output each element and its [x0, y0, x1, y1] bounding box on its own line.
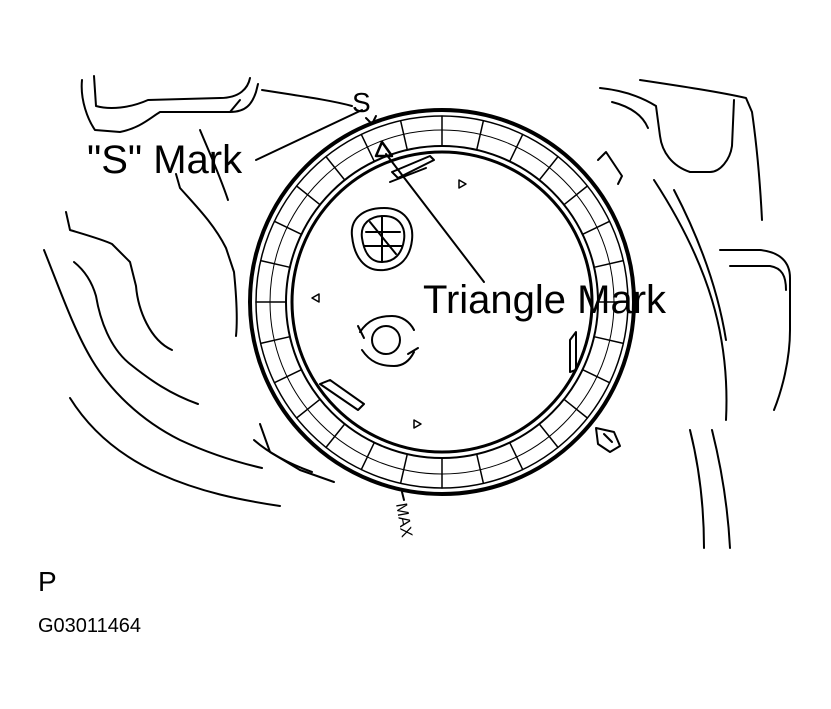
ring-rib [508, 133, 524, 163]
ring-rib [563, 398, 589, 419]
ring-rib [475, 119, 485, 151]
ring-rib [360, 441, 376, 471]
s-letter-glyph: S [352, 87, 371, 118]
fuel-outlet-connector [357, 315, 419, 367]
ring-rib [325, 423, 346, 449]
ring-rib [360, 133, 376, 163]
s-mark-label: "S" Mark [87, 138, 243, 182]
ring-rib [475, 453, 485, 485]
filter-cap [350, 207, 414, 272]
ring-rib [259, 259, 291, 269]
ring-rib [295, 185, 321, 206]
s-mark-arrow-icon [365, 115, 377, 125]
ring-rib [563, 185, 589, 206]
ring-rib [538, 155, 559, 181]
s-mark-leader-line [255, 109, 363, 161]
figure-code: G03011464 [38, 615, 142, 637]
triangle-mark-label: Triangle Mark [423, 278, 667, 322]
retainer-clip-top [389, 155, 435, 183]
ring-rib [581, 220, 611, 236]
ring-mid-groove [269, 129, 615, 475]
ring-rib [259, 335, 291, 345]
ring-rib [273, 220, 303, 236]
ring-rib [593, 335, 625, 345]
tank-body-outline [43, 75, 791, 549]
small-triangle-icons [311, 179, 467, 429]
ring-rib [399, 119, 409, 151]
flange-ribs [255, 115, 629, 489]
triangle-mark-leader-line [385, 153, 485, 283]
ring-rib [581, 368, 611, 384]
retainer-clip-left [319, 379, 365, 411]
ring-rib [508, 441, 524, 471]
section-letter: P [38, 566, 57, 597]
ring-rib [399, 453, 409, 485]
retainer-clip-right [569, 331, 577, 373]
ring-rib [593, 259, 625, 269]
ring-rib [273, 368, 303, 384]
ring-rib [295, 398, 321, 419]
ring-rib [325, 155, 346, 181]
lock-tab-icon [595, 427, 621, 453]
triangle-mark-icon [374, 140, 394, 158]
max-glyph: MAX [392, 502, 415, 539]
max-index-notch [401, 491, 405, 501]
ring-rib [538, 423, 559, 449]
